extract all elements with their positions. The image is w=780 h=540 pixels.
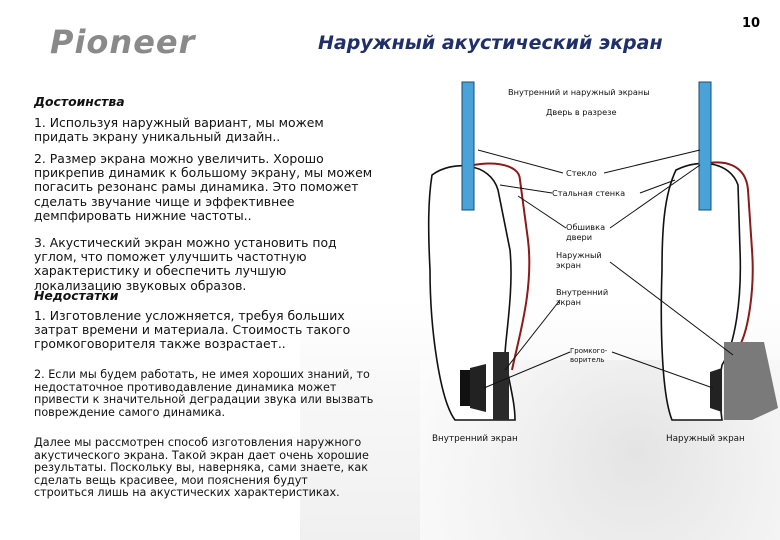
label-door-cut: Дверь в разрезе bbox=[546, 107, 617, 117]
label-speaker: Громкого- воритель bbox=[570, 347, 616, 365]
label-steel: Стальная стенка bbox=[552, 188, 625, 198]
label-trim: Обшивка двери bbox=[566, 222, 616, 242]
left-inner-screen bbox=[493, 352, 509, 420]
left-speaker-magnet bbox=[460, 370, 470, 406]
caption-outer-screen: Наружный экран bbox=[666, 434, 745, 444]
left-speaker bbox=[470, 364, 486, 412]
label-inner-screen: Внутренний экран bbox=[556, 287, 618, 307]
caption-inner-screen: Внутренний экран bbox=[432, 434, 518, 444]
label-glass: Стекло bbox=[566, 168, 597, 178]
right-glass bbox=[699, 82, 711, 210]
right-speaker bbox=[710, 368, 722, 412]
label-screens: Внутренний и наружный экраны bbox=[508, 87, 678, 97]
left-glass bbox=[462, 82, 474, 210]
label-outer-screen: Наружный экран bbox=[556, 250, 608, 270]
